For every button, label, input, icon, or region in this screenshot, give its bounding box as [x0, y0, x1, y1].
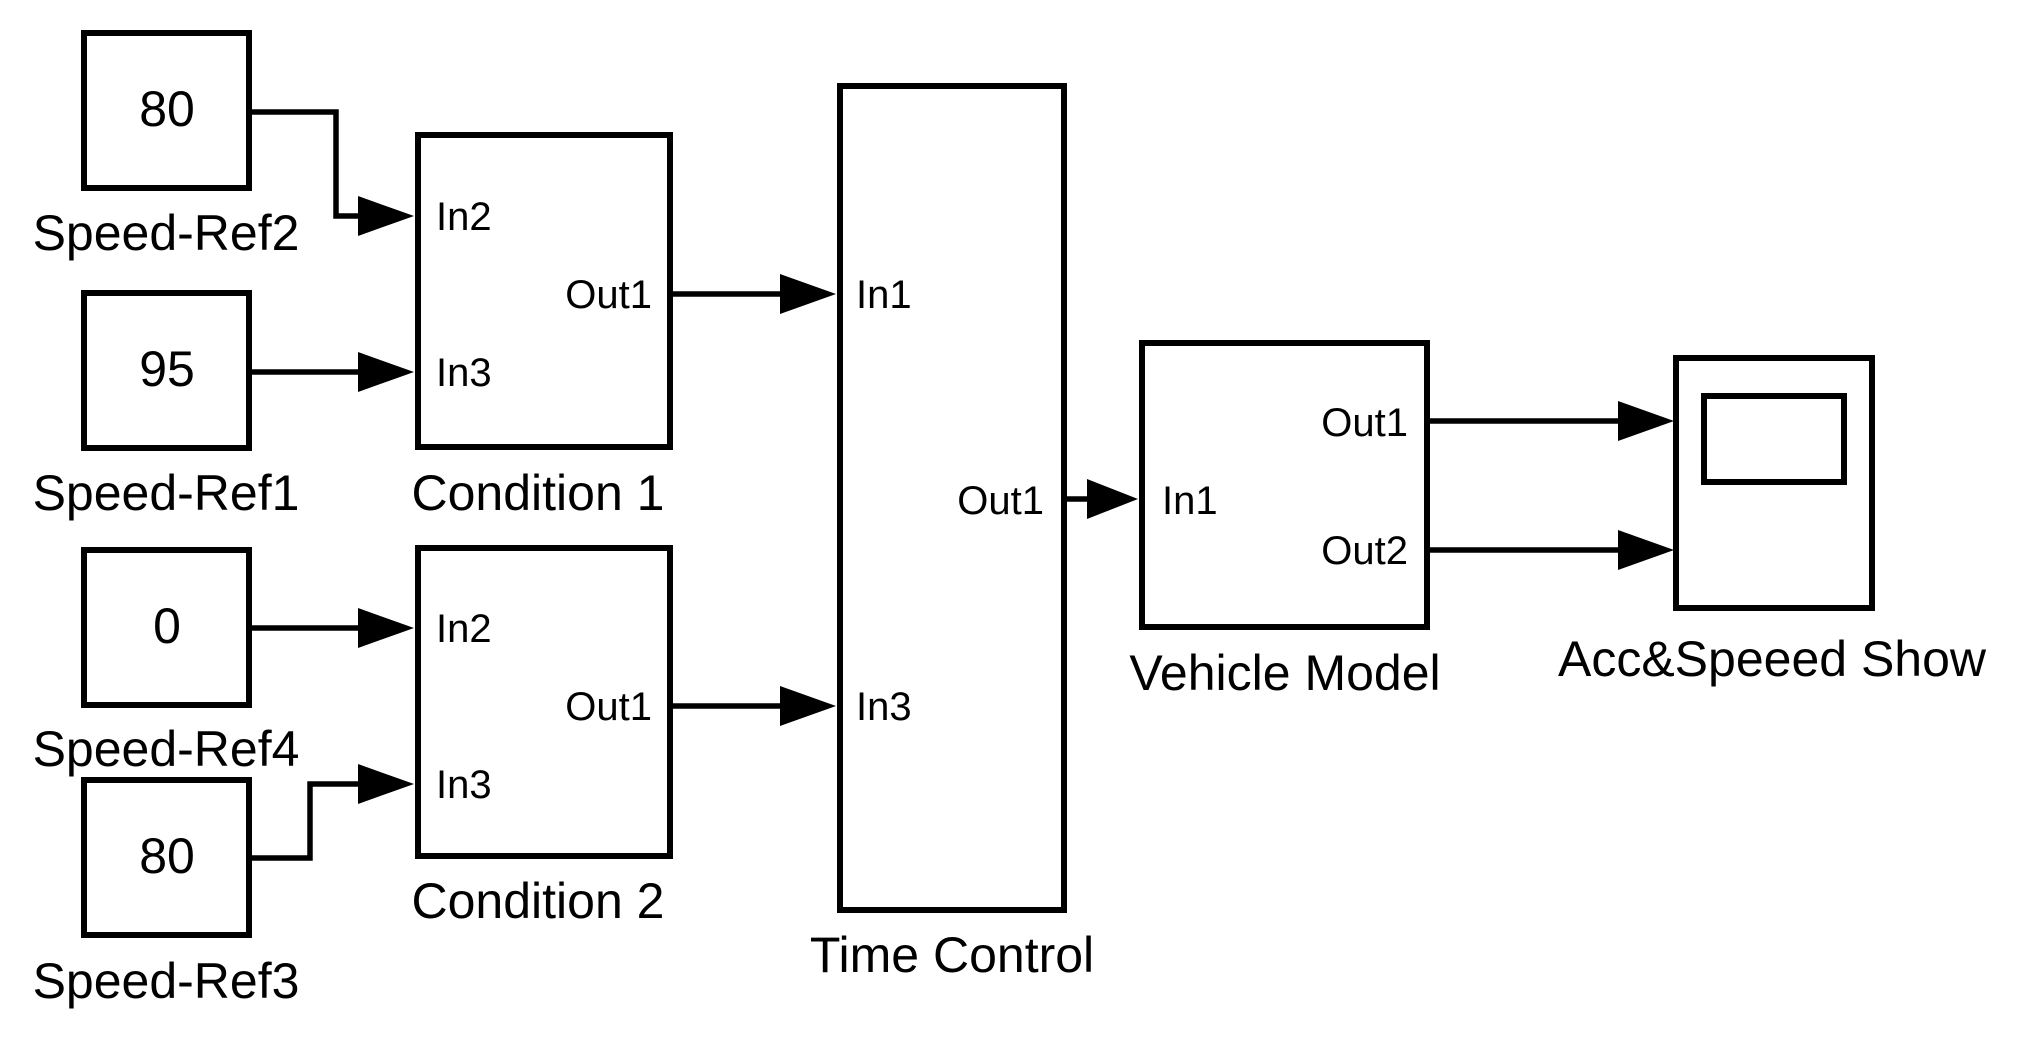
arrowhead: [780, 686, 836, 726]
arrowhead: [358, 196, 414, 236]
arrowhead: [1618, 401, 1674, 441]
arrowhead: [358, 608, 414, 648]
block-label: Time Control: [810, 927, 1094, 983]
subsystem-condition1[interactable]: In2 In3 Out1 Condition 1: [412, 132, 673, 521]
port-label-in: In2: [436, 195, 492, 239]
constant-block-speed-ref1[interactable]: 95 Speed-Ref1: [33, 290, 300, 521]
block-label: Speed-Ref3: [33, 953, 300, 1009]
block-label: Speed-Ref2: [33, 205, 300, 261]
subsystem-time-control[interactable]: In1 In3 Out1 Time Control: [810, 83, 1094, 983]
block-label: Acc&Speeed Show: [1558, 631, 1987, 687]
block-label: Speed-Ref1: [33, 465, 300, 521]
arrowhead: [1618, 530, 1674, 570]
arrowhead: [1087, 479, 1138, 519]
constant-block-speed-ref2[interactable]: 80 Speed-Ref2: [33, 30, 300, 261]
port-label-in: In2: [436, 607, 492, 651]
subsystem-condition2[interactable]: In2 In3 Out1 Condition 2: [412, 545, 673, 929]
scope-block-acc-speed-show[interactable]: Acc&Speeed Show: [1558, 355, 1987, 687]
block-label: Condition 1: [412, 465, 665, 521]
constant-value: 80: [139, 828, 195, 884]
port-label-out: Out1: [565, 273, 652, 317]
arrowhead: [358, 764, 414, 804]
block-label: Condition 2: [412, 873, 665, 929]
port-label-in: In1: [1162, 479, 1218, 523]
constant-block-speed-ref3[interactable]: 80 Speed-Ref3: [33, 777, 300, 1009]
port-label-in: In1: [856, 273, 912, 317]
block-label: Speed-Ref4: [33, 721, 300, 777]
port-label-out: Out1: [957, 479, 1044, 523]
arrowheads: [358, 196, 1674, 804]
wire-speed-ref3-to-condition2[interactable]: [252, 781, 380, 861]
port-label-in: In3: [856, 685, 912, 729]
block-label: Vehicle Model: [1129, 645, 1440, 701]
constant-value: 80: [139, 81, 195, 137]
arrowhead: [358, 352, 414, 392]
constant-value: 0: [153, 598, 181, 654]
subsystem-vehicle-model[interactable]: In1 Out1 Out2 Vehicle Model: [1129, 340, 1441, 701]
port-label-out: Out1: [1321, 401, 1408, 445]
constant-block-speed-ref4[interactable]: 0 Speed-Ref4: [33, 547, 300, 777]
scope-screen-icon: [1701, 393, 1847, 485]
port-label-in: In3: [436, 763, 492, 807]
port-label-out: Out1: [565, 685, 652, 729]
port-label-in: In3: [436, 351, 492, 395]
port-label-out: Out2: [1321, 529, 1408, 573]
arrowhead: [780, 274, 836, 314]
constant-value: 95: [139, 341, 195, 397]
